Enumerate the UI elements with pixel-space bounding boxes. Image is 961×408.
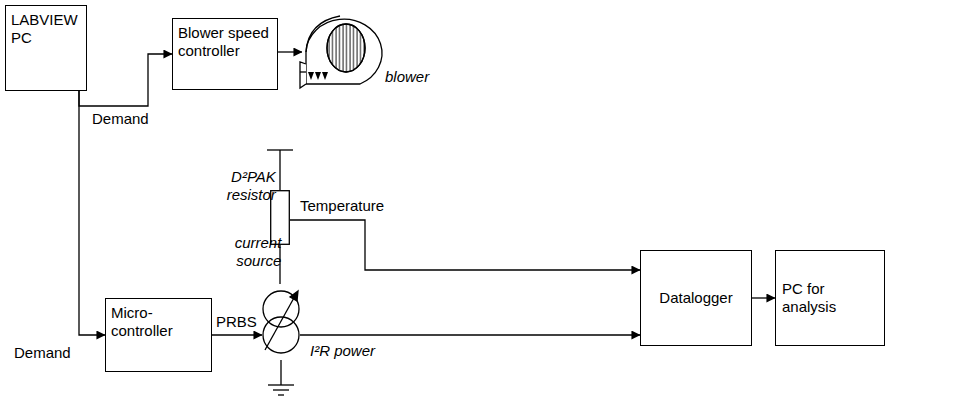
connector	[212, 334, 262, 335]
box-label: LABVIEW PC	[11, 11, 81, 47]
process-box: Datalogger	[640, 250, 752, 346]
component-label: D²PAK resistor	[216, 168, 276, 204]
box-label: Blower speed controller	[178, 24, 272, 60]
box-label: Datalogger	[659, 289, 732, 307]
component-label: current source	[221, 234, 281, 270]
signal-label: Demand	[12, 344, 73, 362]
blower-illustration	[300, 12, 380, 90]
component-label: blower	[385, 68, 429, 86]
signal-label: I²R power	[308, 342, 377, 360]
connector	[79, 54, 172, 106]
process-box: PC for analysis	[775, 250, 885, 346]
signal-label: PRBS	[214, 313, 259, 331]
connector	[300, 334, 640, 335]
process-box: Blower speed controller	[172, 18, 278, 90]
blower-illustration: blower	[300, 12, 380, 90]
process-box: LABVIEW PC	[5, 5, 87, 91]
connector	[278, 51, 302, 52]
current-source-symbol	[262, 284, 300, 360]
box-label: PC for analysis	[782, 280, 878, 316]
current-source-symbol: current source	[262, 284, 300, 360]
process-box: Micro-controller	[105, 298, 212, 372]
ground-symbol	[268, 360, 294, 395]
signal-label: Temperature	[298, 197, 386, 215]
connector	[290, 220, 640, 270]
signal-label: Demand	[90, 110, 151, 128]
connector	[752, 297, 775, 298]
box-label: Micro-controller	[111, 304, 206, 340]
